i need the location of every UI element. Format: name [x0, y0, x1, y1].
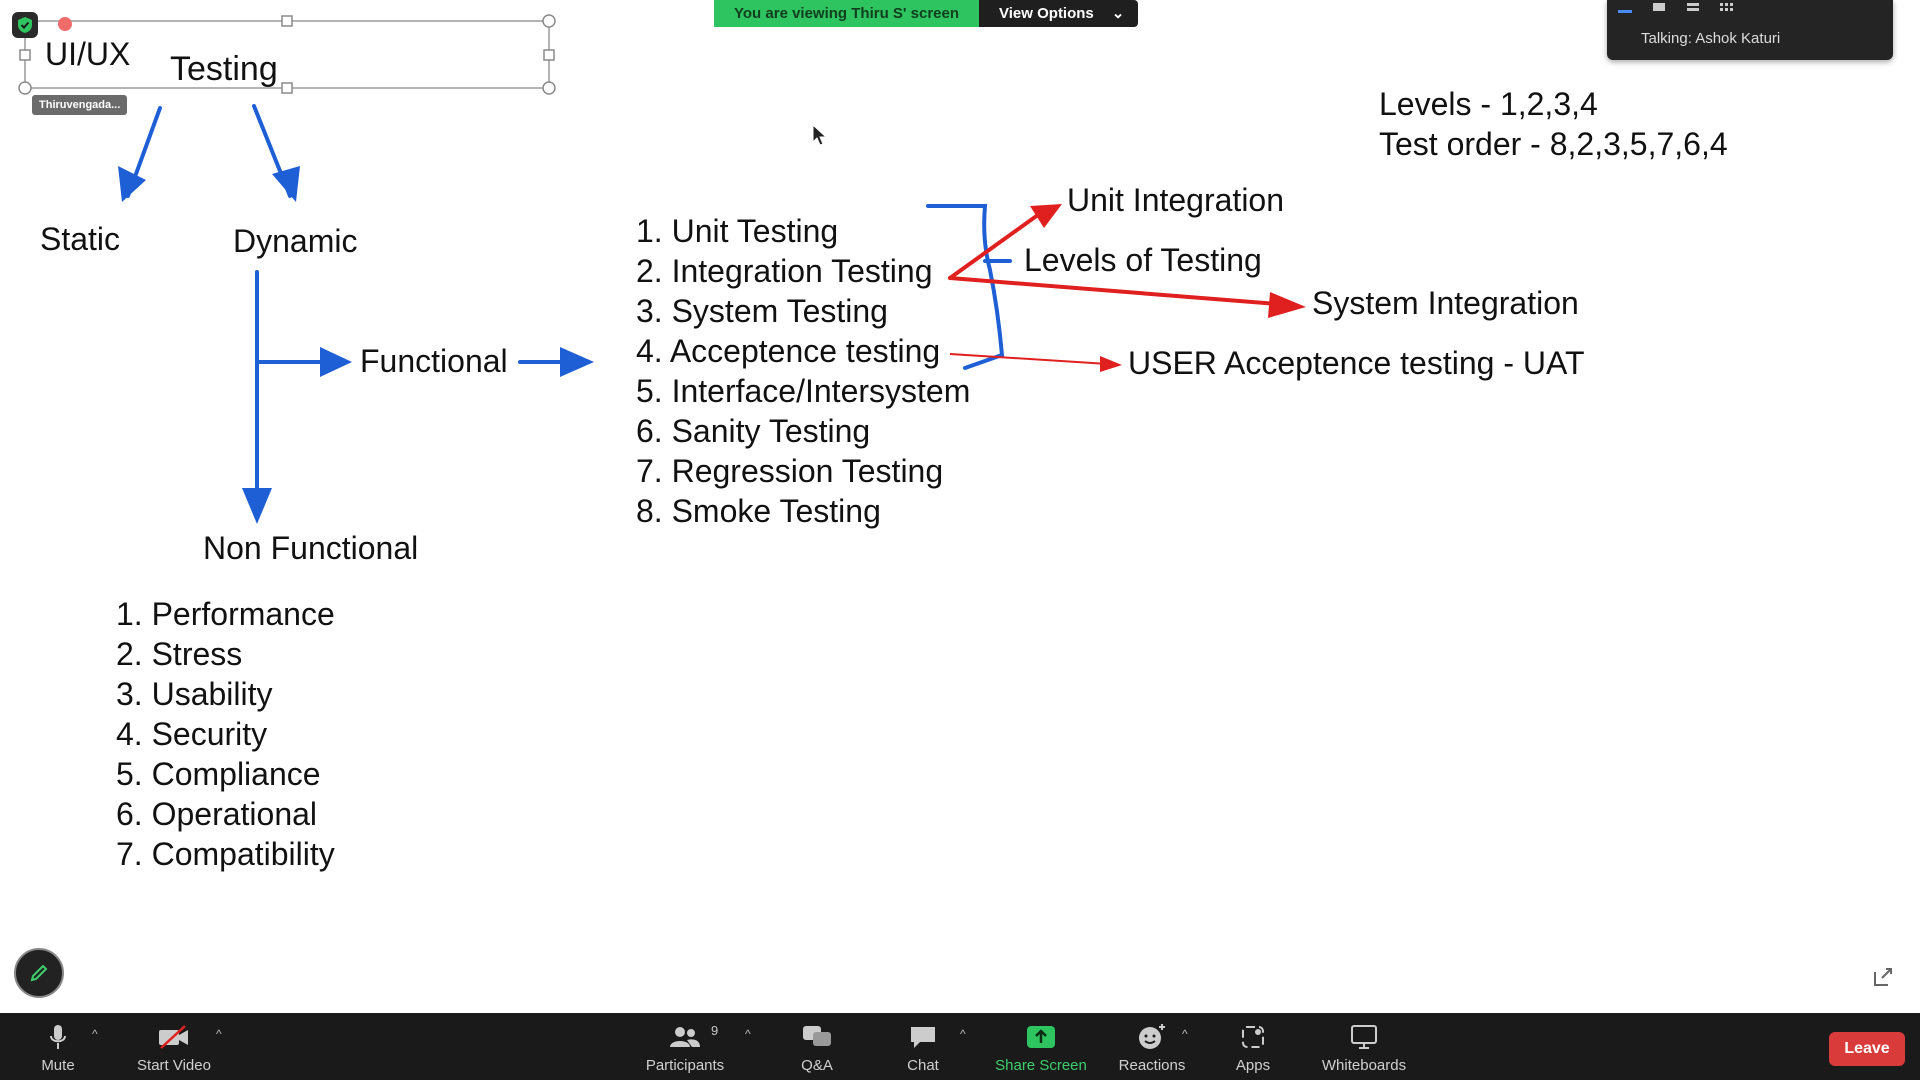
- non-functional-list-item: 7. Compatibility: [116, 836, 335, 872]
- view-options-label: View Options: [999, 5, 1094, 22]
- talking-label: Talking: Ashok Katuri: [1641, 30, 1781, 47]
- reactions-chevron-icon[interactable]: ^: [1182, 1027, 1188, 1041]
- meeting-toolbar: Mute ^ Start Video ^ 9 Participants ^ Q&…: [0, 1013, 1920, 1080]
- single-view-icon[interactable]: [1651, 3, 1667, 13]
- levels-of-testing-label: Levels of Testing: [1024, 242, 1262, 278]
- chat-button[interactable]: Chat: [896, 1013, 950, 1080]
- functional-list-item: 8. Smoke Testing: [636, 493, 881, 529]
- arrow-to-uat: [949, 353, 1109, 365]
- non-functional-list-item: 6. Operational: [116, 796, 318, 832]
- title-testing: Testing: [170, 50, 278, 88]
- non-functional-list-item: 5. Compliance: [116, 756, 321, 792]
- start-video-label: Start Video: [137, 1057, 211, 1074]
- arrow-to-unit-integration: [948, 210, 1044, 280]
- reactions-icon: [1139, 1024, 1165, 1049]
- apps-label: Apps: [1235, 1057, 1271, 1074]
- whiteboards-label: Whiteboards: [1321, 1057, 1407, 1074]
- uat-label: USER Acceptence testing - UAT: [1128, 345, 1585, 381]
- chevron-down-icon: ⌄: [1111, 5, 1125, 22]
- functional-list-item: 4. Acceptence testing: [636, 333, 941, 369]
- record-dot: [58, 17, 72, 31]
- participants-label: Participants: [645, 1057, 725, 1074]
- mute-button[interactable]: Mute: [30, 1013, 86, 1080]
- chat-chevron-icon[interactable]: ^: [960, 1027, 966, 1041]
- participants-count: 9: [711, 1023, 719, 1038]
- leave-button[interactable]: Leave: [1829, 1032, 1905, 1066]
- chat-label: Chat: [907, 1057, 939, 1074]
- functional-label: Functional: [360, 343, 508, 379]
- annotate-pen-button[interactable]: [14, 948, 64, 998]
- dynamic-label: Dynamic: [233, 223, 358, 259]
- functional-list-item: 6. Sanity Testing: [636, 413, 871, 449]
- grid-view-icon[interactable]: [1719, 3, 1735, 13]
- non-functional-testing-list: 1. Performance 2. Stress 3. Usability 4. Se…: [116, 594, 335, 874]
- view-options-button[interactable]: View Options ⌄: [979, 0, 1139, 27]
- title-ui-ux: UI/UX: [45, 36, 131, 72]
- functional-list-item: 1. Unit Testing: [636, 213, 839, 249]
- mouse-cursor-icon: [812, 124, 828, 146]
- functional-list-item: 3. System Testing: [636, 293, 888, 329]
- participants-button[interactable]: 9 Participants: [640, 1013, 730, 1080]
- reactions-button[interactable]: Reactions: [1116, 1013, 1188, 1080]
- whiteboards-button[interactable]: Whiteboards: [1316, 1013, 1412, 1080]
- screen-share-banner: You are viewing Thiru S' screen View Opt…: [714, 0, 1139, 27]
- non-functional-list-item: 3. Usability: [116, 676, 273, 712]
- talking-panel: Talking: Ashok Katuri: [1607, 0, 1893, 60]
- security-shield-icon[interactable]: [12, 12, 38, 38]
- start-video-button[interactable]: Start Video: [130, 1013, 218, 1080]
- annotation-layer: [18, 14, 1306, 524]
- qa-label: Q&A: [801, 1057, 833, 1074]
- non-functional-label: Non Functional: [203, 530, 419, 566]
- functional-list-item: 5. Interface/Intersystem: [636, 373, 971, 409]
- whiteboard-icon: [1351, 1025, 1377, 1049]
- qa-icon: [803, 1026, 831, 1046]
- levels-line: Levels - 1,2,3,4: [1379, 86, 1598, 122]
- qa-button[interactable]: Q&A: [790, 1013, 844, 1080]
- pencil-icon: [30, 964, 48, 982]
- reactions-label: Reactions: [1118, 1057, 1186, 1074]
- static-label: Static: [40, 221, 121, 257]
- unit-integration-label: Unit Integration: [1067, 182, 1285, 218]
- annotator-name-tag: Thiruvengada...: [32, 95, 128, 115]
- mute-label: Mute: [41, 1057, 75, 1074]
- viewing-indicator: You are viewing Thiru S' screen: [714, 0, 980, 27]
- share-screen-icon: [1027, 1026, 1055, 1048]
- shared-screen-canvas: Thiruvengada... UI/UX Testing Static Dyn…: [12, 12, 1896, 998]
- non-functional-list-item: 4. Security: [116, 716, 268, 752]
- functional-list-item: 7. Regression Testing: [636, 453, 944, 489]
- functional-list-item: 2. Integration Testing: [636, 253, 933, 289]
- strip-view-icon[interactable]: [1685, 3, 1701, 13]
- arrow-to-system-integration: [948, 276, 1292, 307]
- share-screen-label: Share Screen: [995, 1057, 1087, 1074]
- mute-options-chevron-icon[interactable]: ^: [92, 1027, 98, 1041]
- apps-icon: [1242, 1026, 1264, 1048]
- minimize-icon[interactable]: [1617, 3, 1633, 13]
- share-screen-button[interactable]: Share Screen: [990, 1013, 1092, 1080]
- video-off-icon: [159, 1025, 188, 1049]
- non-functional-list-item: 2. Stress: [116, 636, 243, 672]
- levels-bracket: [926, 204, 1005, 370]
- pop-out-icon[interactable]: [1870, 964, 1896, 990]
- chat-icon: [911, 1027, 935, 1048]
- video-options-chevron-icon[interactable]: ^: [216, 1027, 222, 1041]
- participants-chevron-icon[interactable]: ^: [745, 1027, 751, 1041]
- microphone-icon: [50, 1025, 66, 1049]
- participants-icon: [670, 1027, 700, 1047]
- test-order-line: Test order - 8,2,3,5,7,6,4: [1379, 126, 1728, 162]
- apps-button[interactable]: Apps: [1226, 1013, 1280, 1080]
- non-functional-list-item: 1. Performance: [116, 596, 335, 632]
- system-integration-label: System Integration: [1312, 285, 1579, 321]
- functional-testing-list: 1. Unit Testing 2. Integration Testing 3. …: [636, 211, 970, 531]
- view-mode-icons: [1617, 0, 1735, 16]
